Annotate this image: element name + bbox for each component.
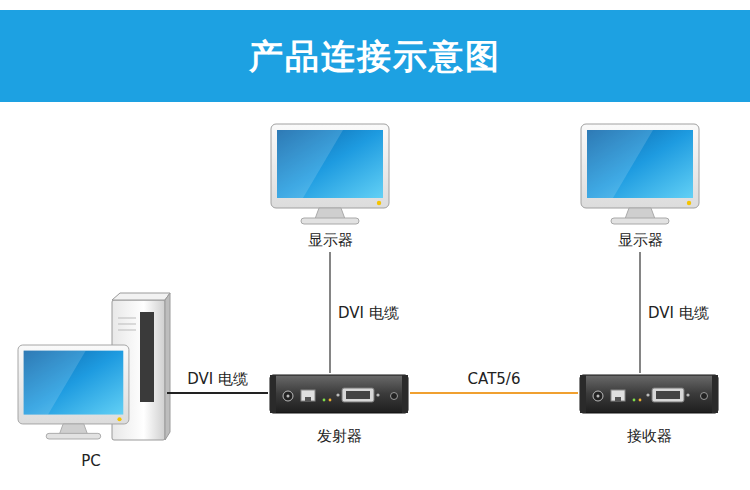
- receiver-icon: [580, 375, 718, 413]
- cable-label: DVI 电缆: [185, 370, 250, 388]
- device-node: 显示器: [578, 122, 702, 252]
- header-band: [0, 10, 750, 102]
- device-node: 接收器: [578, 373, 720, 448]
- transmitter-icon: [270, 375, 408, 413]
- cable-label: CAT5/6: [466, 370, 523, 388]
- cable-label: DVI 电缆: [646, 304, 711, 322]
- cable-label: DVI 电缆: [336, 304, 401, 322]
- device-label: 显示器: [268, 230, 392, 250]
- device-label: 显示器: [578, 230, 702, 250]
- cable-line: [410, 392, 578, 394]
- pc-monitor: [18, 345, 129, 439]
- cable-line: [167, 392, 268, 394]
- monitor-icon: [271, 124, 389, 224]
- cable-line: [329, 252, 330, 373]
- device-label: PC: [15, 451, 167, 471]
- device-label: 发射器: [268, 426, 410, 446]
- device-node: 显示器: [268, 122, 392, 252]
- device-node: 发射器: [268, 373, 410, 448]
- device-label: 接收器: [578, 426, 720, 446]
- device-node: PC: [15, 298, 167, 473]
- title: 产品连接示意图: [0, 10, 750, 102]
- monitor-icon: [581, 124, 699, 224]
- cable-line: [639, 252, 640, 373]
